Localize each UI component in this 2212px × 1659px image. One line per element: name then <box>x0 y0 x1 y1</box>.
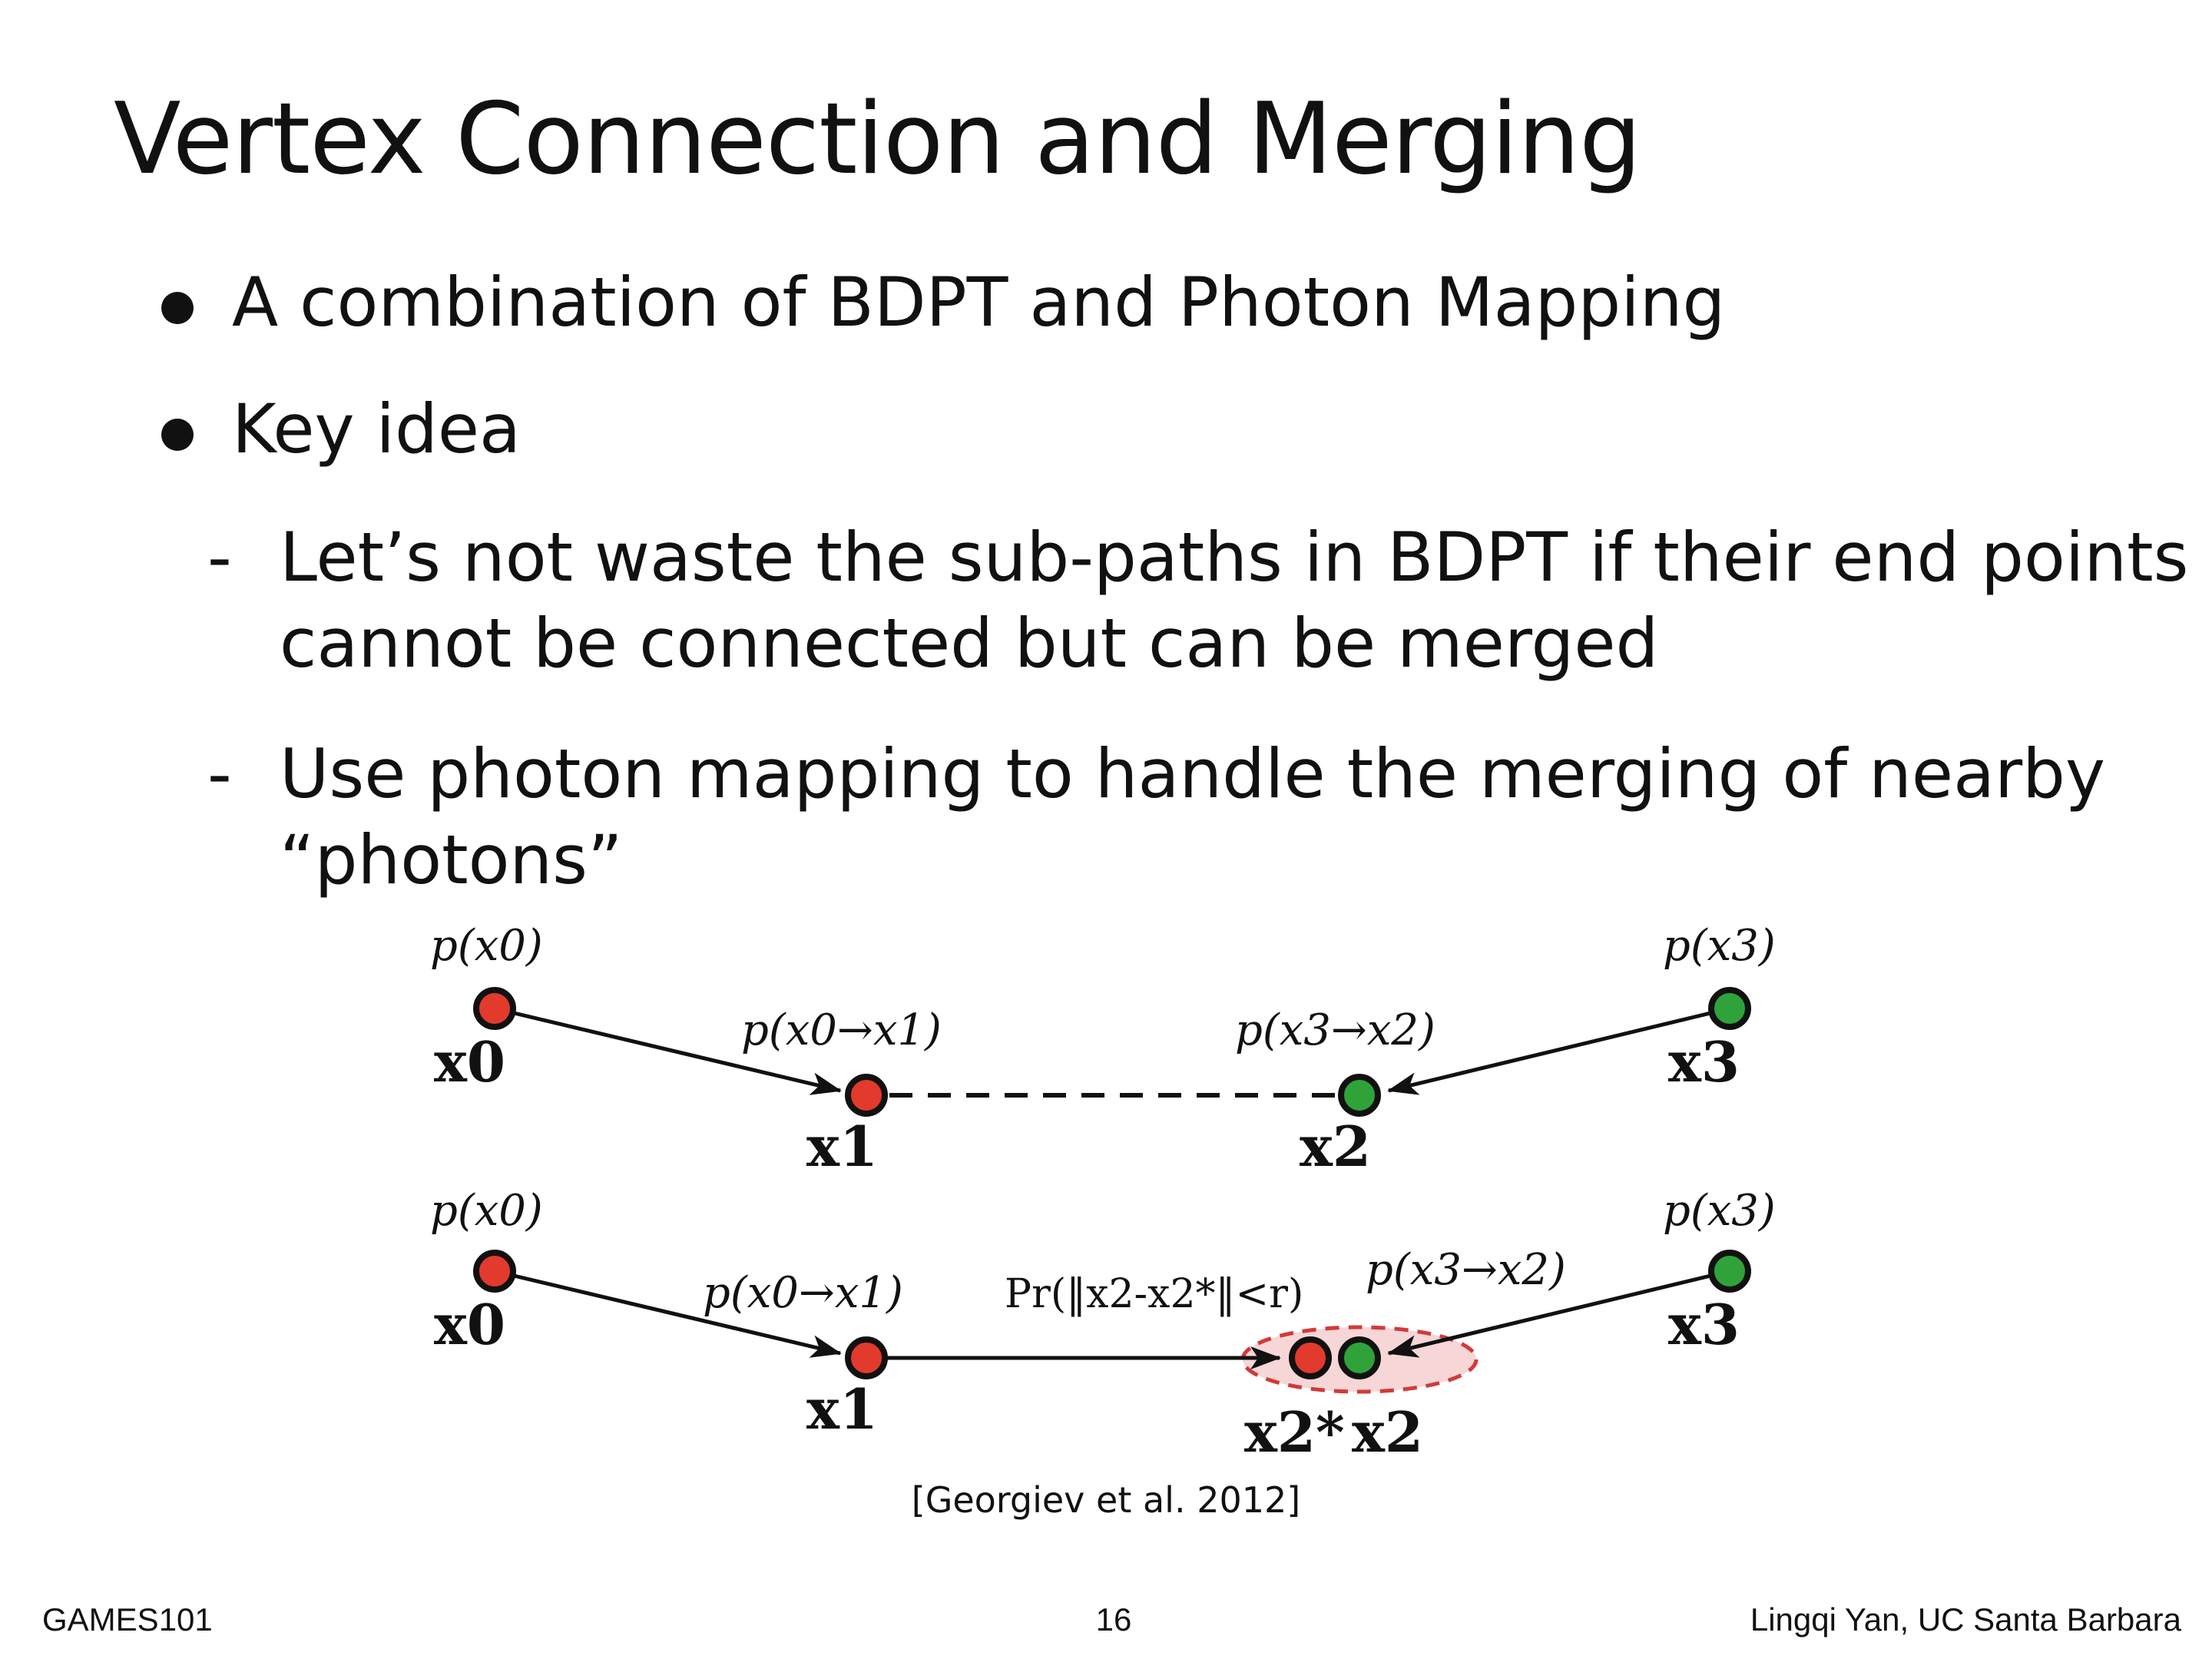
subbullet-text: Let’s not waste the sub-paths in BDPT if… <box>280 515 2212 687</box>
edge-x0-x1 <box>494 1006 842 1095</box>
edge-x3-x2 <box>1387 1006 1730 1095</box>
vertex-x3-bottom <box>1708 1250 1751 1293</box>
subbullet-text: Use photon mapping to handle the merging… <box>280 731 2212 903</box>
subbullet-dash: - <box>207 518 232 597</box>
label-p-x3-x2: p(x3→x2) <box>1235 1005 1435 1055</box>
bottom-row: p(x0) p(x3) p(x0→x1) Pr(‖x2-x2*‖<r) p(x3… <box>430 1186 1776 1465</box>
vertex-x0 <box>473 987 516 1030</box>
label-p-x0-x1: p(x0→x1) <box>741 1005 942 1055</box>
edge-x3-x2-bottom <box>1387 1269 1730 1358</box>
bullet-dot-icon <box>161 292 194 324</box>
vertex-x1-bottom <box>845 1336 888 1379</box>
edge-x0-x1-bottom <box>494 1269 842 1358</box>
label-x0-bottom: x0 <box>434 1292 505 1357</box>
label-x2-bottom: x2 <box>1352 1399 1423 1465</box>
subbullet-line: Let’s not waste the sub-paths in BDPT if… <box>280 518 2189 597</box>
citation: [Georgiev et al. 2012] <box>911 1479 1301 1521</box>
vertex-x1 <box>845 1074 888 1117</box>
top-row: p(x0) p(x3) p(x0→x1) p(x3→x2) x0 x1 x2 x… <box>430 921 1776 1179</box>
subbullet-line: Use photon mapping to handle the merging… <box>280 734 2106 813</box>
label-p-x0: p(x0) <box>430 921 543 971</box>
bullet-text: A combination of BDPT and Photon Mapping <box>232 263 1726 342</box>
label-p-x0-bottom: p(x0) <box>430 1186 543 1236</box>
footer-course: GAMES101 <box>42 1601 213 1637</box>
vertex-x2 <box>1338 1074 1381 1117</box>
label-x2star: x2* <box>1244 1399 1345 1465</box>
label-x1: x1 <box>806 1114 878 1179</box>
label-p-x0-x1-bottom: p(x0→x1) <box>703 1268 903 1318</box>
label-x2: x2 <box>1300 1114 1371 1179</box>
vertex-x2star <box>1289 1336 1332 1379</box>
label-p-x3-x2-bottom: p(x3→x2) <box>1366 1245 1566 1295</box>
footer-author: Lingqi Yan, UC Santa Barbara <box>1750 1601 2181 1637</box>
slide-title: Vertex Connection and Merging <box>114 82 1641 197</box>
vertex-x2-bottom <box>1338 1336 1381 1379</box>
vertex-x0-bottom <box>473 1250 516 1293</box>
label-p-x3-bottom: p(x3) <box>1663 1186 1776 1236</box>
bullet-dot-icon <box>161 419 194 451</box>
label-p-x3: p(x3) <box>1663 921 1776 971</box>
label-x3-bottom: x3 <box>1668 1292 1740 1357</box>
label-x3: x3 <box>1668 1029 1740 1094</box>
vertex-x3 <box>1708 987 1751 1030</box>
label-x1-bottom: x1 <box>806 1376 878 1442</box>
label-x0: x0 <box>434 1029 505 1094</box>
subbullet-line: “photons” <box>280 820 623 899</box>
subbullet-dash: - <box>207 734 232 813</box>
bullet-text: Key idea <box>232 389 521 469</box>
subbullet-line: cannot be connected but can be merged <box>280 604 1659 683</box>
footer-page-number: 16 <box>1095 1601 1132 1637</box>
label-pr-merge: Pr(‖x2-x2*‖<r) <box>1005 1271 1303 1317</box>
